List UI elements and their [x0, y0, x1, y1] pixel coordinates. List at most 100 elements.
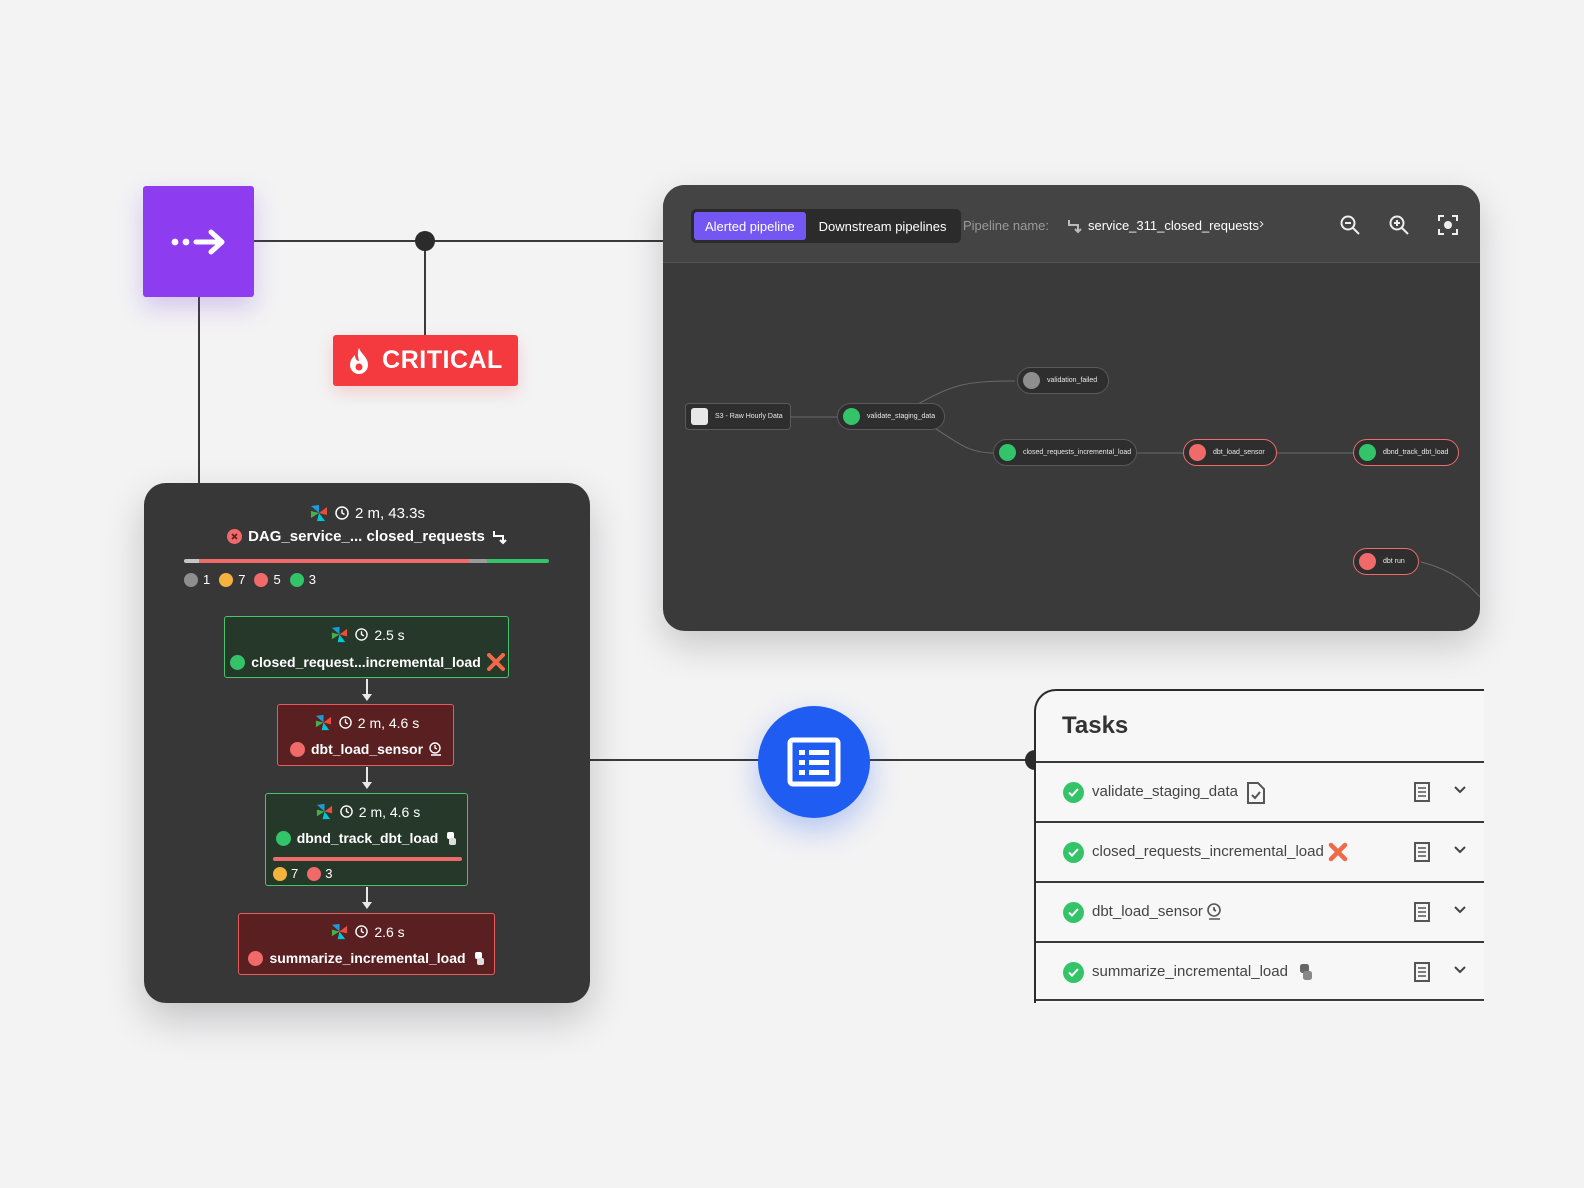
node-dbt-load-sensor[interactable]: dbt_load_sensor [1183, 439, 1277, 466]
skipped-icon [184, 572, 198, 587]
chevron-down-icon[interactable] [1454, 846, 1466, 854]
connector-left [198, 296, 200, 484]
task-duration-row: 2 m, 4.6 s [278, 713, 455, 732]
success-icon [1063, 962, 1084, 983]
clock-icon [335, 506, 349, 520]
success-icon [230, 654, 246, 670]
pinwheel-icon [316, 803, 332, 820]
log-document-icon[interactable] [1413, 961, 1431, 983]
warning-icon [219, 572, 234, 587]
sensor-icon [1207, 903, 1221, 920]
dag-progress-bar [184, 559, 549, 563]
tasks-title: Tasks [1062, 712, 1129, 739]
clock-icon [338, 716, 352, 729]
task-name: dbnd_track_dbt_load [296, 830, 439, 846]
clock-icon [355, 628, 369, 641]
connector-top [254, 240, 664, 242]
dag-panel: 2 m, 43.3s DAG_service_... closed_reques… [144, 483, 590, 1003]
log-document-icon[interactable] [1413, 781, 1431, 803]
task-name: dbt_load_sensor [310, 741, 424, 757]
clock-icon [355, 925, 369, 938]
task-counts: 7 3 [273, 866, 332, 881]
progress-failed [198, 559, 469, 563]
dag-duration: 2 m, 43.3s [354, 504, 426, 522]
connector-node-top [415, 231, 435, 251]
node-dbnd-track[interactable]: dbnd_track_dbt_load [1353, 439, 1459, 466]
tab-downstream-pipelines[interactable]: Downstream pipelines [818, 218, 947, 234]
log-document-icon[interactable] [1413, 841, 1431, 863]
task-row[interactable]: validate_staging_data [1036, 761, 1484, 821]
zoom-in-icon[interactable] [1388, 214, 1410, 236]
failed-icon [254, 572, 269, 587]
task-duration-row: 2 m, 4.6 s [266, 802, 469, 821]
dag-title-row[interactable]: DAG_service_... closed_requests [144, 528, 590, 545]
task-row-name: summarize_incremental_load [1092, 963, 1288, 980]
task-duration: 2 m, 4.6 s [357, 714, 420, 731]
node-source[interactable]: S3 - Raw Hourly Data [685, 403, 791, 430]
list-icon [787, 737, 841, 787]
critical-badge: CRITICAL [333, 335, 518, 386]
sensor-icon [429, 742, 442, 756]
success-icon [1063, 902, 1084, 923]
failed-icon [227, 529, 243, 544]
task-row[interactable]: dbt_load_sensor [1036, 881, 1484, 941]
chevron-down-icon[interactable] [1454, 786, 1466, 794]
tasks-panel: Tasks validate_staging_data closed_reque… [1034, 689, 1484, 1003]
tab-alerted-pipeline[interactable]: Alerted pipeline [694, 212, 806, 240]
task-duration: 2.5 s [374, 626, 405, 643]
progress-running [468, 559, 487, 563]
task-duration: 2.6 s [374, 923, 405, 940]
node-dbt-run[interactable]: dbt run [1353, 548, 1419, 575]
pinwheel-icon [310, 505, 327, 521]
dag-arrow-2 [362, 767, 372, 789]
pipeline-name-label: Pipeline name: [963, 218, 1049, 233]
python-icon [447, 831, 457, 845]
branch-icon [492, 530, 507, 544]
spark-x-icon [1328, 842, 1348, 862]
progress-success [486, 559, 549, 563]
failed-icon [248, 950, 264, 966]
python-icon [474, 951, 484, 965]
task-progress-bar [273, 857, 462, 861]
dag-counts: 1 7 5 3 [184, 572, 316, 587]
count-failed: 3 [325, 866, 333, 881]
pipeline-tab-group: Alerted pipeline Downstream pipelines [691, 209, 961, 243]
task-row[interactable]: summarize_incremental_load [1036, 941, 1484, 1001]
dag-task-summarize[interactable]: 2.6 s summarize_incremental_load [238, 913, 495, 975]
task-name-row: closed_request...incremental_load [225, 653, 510, 671]
list-circle-button[interactable] [758, 706, 870, 818]
dag-task-dbt-load-sensor[interactable]: 2 m, 4.6 s dbt_load_sensor [277, 704, 454, 766]
dag-task-closed-requests[interactable]: 2.5 s closed_request...incremental_load [224, 616, 509, 678]
pinwheel-icon [332, 923, 348, 940]
pipeline-name-value[interactable]: service_311_closed_requests [1088, 218, 1260, 233]
file-check-icon [1247, 782, 1265, 804]
task-duration-row: 2.6 s [239, 922, 496, 941]
task-name-row: dbnd_track_dbt_load [266, 830, 469, 846]
clock-icon [339, 805, 353, 818]
pinwheel-icon [332, 626, 348, 643]
task-name-row: summarize_incremental_load [239, 950, 496, 966]
chevron-down-icon[interactable] [1454, 966, 1466, 974]
task-row-name: validate_staging_data [1092, 783, 1238, 800]
success-icon [1063, 782, 1084, 803]
count-success: 3 [308, 572, 316, 587]
log-document-icon[interactable] [1413, 901, 1431, 923]
node-closed-requests[interactable]: closed_requests_incremental_load [993, 439, 1137, 466]
count-warning: 7 [238, 572, 246, 587]
task-name: closed_request...incremental_load [251, 654, 481, 670]
pipeline-panel: Alerted pipeline Downstream pipelines Pi… [663, 185, 1480, 631]
spark-x-icon [486, 653, 505, 671]
node-validation-failed[interactable]: validation_failed [1017, 367, 1109, 394]
failed-icon [289, 741, 305, 757]
task-duration: 2 m, 4.6 s [358, 803, 421, 820]
fit-view-icon[interactable] [1437, 214, 1459, 236]
zoom-out-icon[interactable] [1339, 214, 1361, 236]
chevron-right-icon[interactable]: › [1259, 215, 1264, 232]
count-failed: 5 [273, 572, 281, 587]
failed-icon [307, 866, 322, 881]
connector-critical [424, 240, 426, 336]
dag-task-dbnd-track[interactable]: 2 m, 4.6 s dbnd_track_dbt_load 7 3 [265, 793, 468, 886]
task-row[interactable]: closed_requests_incremental_load [1036, 821, 1484, 881]
chevron-down-icon[interactable] [1454, 906, 1466, 914]
node-validate[interactable]: validate_staging_data [837, 403, 945, 430]
